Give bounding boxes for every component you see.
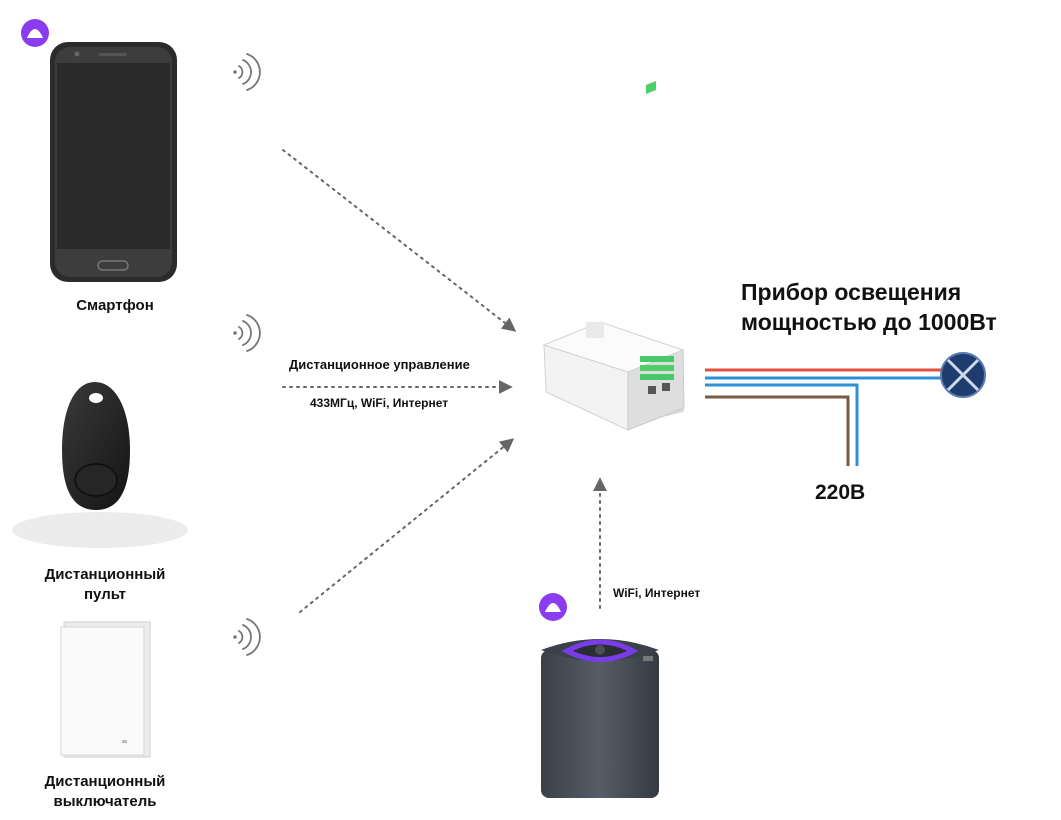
assistant-logo-icon (21, 19, 49, 47)
wall-switch-label-line2: выключатель (53, 793, 157, 810)
remote-label-line2: пульт (84, 586, 126, 603)
mains-voltage-label: 220В (815, 481, 866, 504)
smartphone-image (50, 42, 177, 282)
power-wires (705, 368, 945, 466)
relay-controller-image (542, 80, 685, 431)
wifi-icon (233, 53, 261, 91)
signal-arrow-smartphone (282, 149, 517, 332)
smartphone-label: Смартфон (76, 297, 154, 314)
wifi-icon (233, 314, 261, 352)
wall-switch-image (60, 621, 151, 758)
lamp-title: Прибор освещения мощностью до 1000Вт (741, 277, 997, 337)
wall-switch-label-line1: Дистанционный (44, 773, 166, 790)
assistant-logo-icon (539, 593, 567, 621)
remote-image (12, 382, 188, 548)
remote-label: Дистанционный пульт (15, 565, 195, 605)
wall-switch-label: Дистанционный выключатель (15, 772, 195, 812)
remote-label-line1: Дистанционный (44, 566, 166, 583)
lamp-icon (940, 352, 986, 398)
speaker-link-label: WiFi, Интернет (613, 586, 701, 600)
lamp-title-line1: Прибор освещения (741, 279, 962, 305)
signal-arrow-switch (299, 438, 515, 613)
link-title: Дистанционное управление (289, 357, 470, 372)
lamp-title-line2: мощностью до 1000Вт (741, 309, 997, 335)
link-protocols: 433МГц, WiFi, Интернет (310, 396, 449, 410)
smart-speaker-image (541, 639, 659, 798)
wifi-icon (233, 618, 261, 656)
